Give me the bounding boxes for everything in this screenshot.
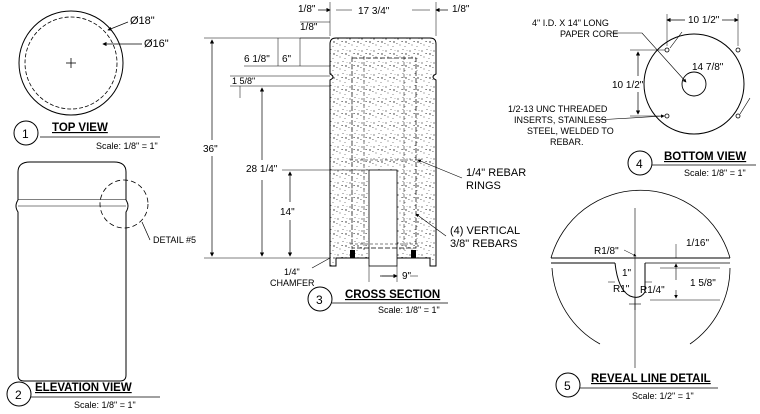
rebar-rings-line1: 1/4" REBAR	[466, 167, 526, 179]
reveal-detail: R1/8" 1/16" 1 5/8" 1" R1" R1/4" 5 REVEAL…	[550, 189, 731, 401]
vertical-rebars-line2: 3/8" REBARS	[450, 238, 518, 250]
insert-note-line3: STEEL, WELDED TO	[527, 126, 614, 136]
elevation-number: 2	[15, 388, 22, 402]
section-number-bubble	[307, 286, 333, 312]
dim-overall-height: 36"	[203, 144, 218, 155]
detail-callout-label: DETAIL #5	[153, 235, 196, 245]
top-view-inner-circle	[24, 16, 118, 110]
top-view-number-bubble	[13, 120, 39, 146]
elevation-number-bubble	[6, 381, 32, 407]
bottom-view-core	[681, 71, 707, 97]
reveal-number: 5	[564, 379, 571, 393]
top-view-title: TOP VIEW	[52, 122, 108, 134]
top-view-outer-circle	[18, 10, 124, 116]
bottom-dim-diag: 14 7/8"	[692, 62, 724, 73]
dim-bottom-width: 9"	[402, 271, 412, 282]
reveal-r-one: R1"	[613, 284, 630, 295]
rebar-rings-line2: RINGS	[466, 180, 501, 192]
bottom-title: BOTTOM VIEW	[664, 151, 746, 163]
insert-bottom-right	[735, 113, 741, 119]
insert-note-line4: REBAR.	[550, 137, 584, 147]
core-note-line2: PAPER CORE	[560, 29, 618, 39]
bottom-scale: Scale: 1/8" = 1"	[684, 168, 746, 178]
elevation-cap	[17, 161, 127, 201]
top-view: Ø18" Ø16" 1 TOP VIEW Scale: 1/8" = 1"	[13, 10, 169, 151]
reveal-groove-profile	[614, 262, 646, 298]
top-view-inner-dim: Ø16"	[144, 38, 169, 50]
section-concrete-body	[329, 37, 437, 267]
reveal-r-top: R1/8"	[594, 246, 619, 257]
reveal-number-bubble	[555, 372, 581, 398]
reveal-scale: Scale: 1/2" = 1"	[632, 391, 694, 401]
bottom-view-outer-circle	[643, 33, 745, 135]
bottom-dim-left: 10 1/2"	[612, 80, 644, 91]
vertical-rebars-line1: (4) VERTICAL	[450, 225, 520, 237]
top-view-number: 1	[22, 127, 29, 141]
reveal-title: REVEAL LINE DETAIL	[591, 373, 711, 385]
top-view-scale: Scale: 1/8" = 1"	[96, 141, 158, 151]
section-paper-core	[368, 169, 398, 267]
chamfer-label-line1: 1/4"	[284, 267, 300, 277]
elevation-title: ELEVATION VIEW	[35, 382, 132, 394]
dim-top-mid: 17 3/4"	[358, 6, 390, 17]
dim-six-eighth: 6 1/8"	[244, 54, 270, 65]
reveal-detail-circle	[550, 189, 731, 259]
elevation-scale: Scale: 1/8" = 1"	[74, 400, 136, 410]
insert-note-line1: 1/2-13 UNC THREADED	[508, 104, 608, 114]
insert-bottom-left	[664, 113, 670, 119]
dim-rebar-height: 28 1/4"	[246, 164, 278, 175]
section-rebar-cage	[351, 57, 417, 249]
chamfer-label-line2: CHAMFER	[270, 278, 315, 288]
elevation-view: DETAIL #5 2 ELEVATION VIEW Scale: 1/8" =…	[6, 161, 196, 410]
bottom-dim-top: 10 1/2"	[688, 15, 720, 26]
insert-note-line2: INSERTS, STAINLESS	[514, 115, 607, 125]
reveal-one: 1"	[622, 268, 632, 279]
dim-core-height: 14"	[280, 207, 295, 218]
top-view-outer-dim: Ø18"	[130, 15, 155, 27]
dim-left-eighth: 1/8"	[300, 22, 318, 33]
dim-one-five-eighth: 1 5/8"	[232, 76, 255, 86]
section-title: CROSS SECTION	[345, 289, 440, 301]
insert-top-left	[664, 47, 670, 53]
section-number: 3	[316, 293, 323, 307]
insert-top-right	[735, 47, 741, 53]
dim-six: 6"	[282, 54, 292, 65]
detail-callout-circle	[99, 179, 149, 229]
section-scale: Scale: 1/8" = 1"	[378, 305, 440, 315]
reveal-one-sixteenth: 1/16"	[686, 238, 709, 249]
dim-top-left: 1/8"	[298, 4, 316, 15]
dim-top-right: 1/8"	[452, 4, 470, 15]
elevation-body	[15, 199, 129, 382]
core-note-line1: 4" I.D. X 14" LONG	[532, 18, 609, 28]
bottom-number: 4	[636, 157, 643, 171]
cross-section: 1/8" 17 3/4" 1/8" 1/8" 6 1/8" 6" 1 5/8" …	[203, 2, 526, 315]
bottom-number-bubble	[627, 150, 653, 176]
bottom-view: 10 1/2" 10 1/2" 14 7/8" 4" I.D. X 14" LO…	[508, 14, 756, 178]
reveal-one-five-eighth: 1 5/8"	[690, 278, 716, 289]
reveal-r-one-quarter: R1/4"	[640, 285, 665, 296]
